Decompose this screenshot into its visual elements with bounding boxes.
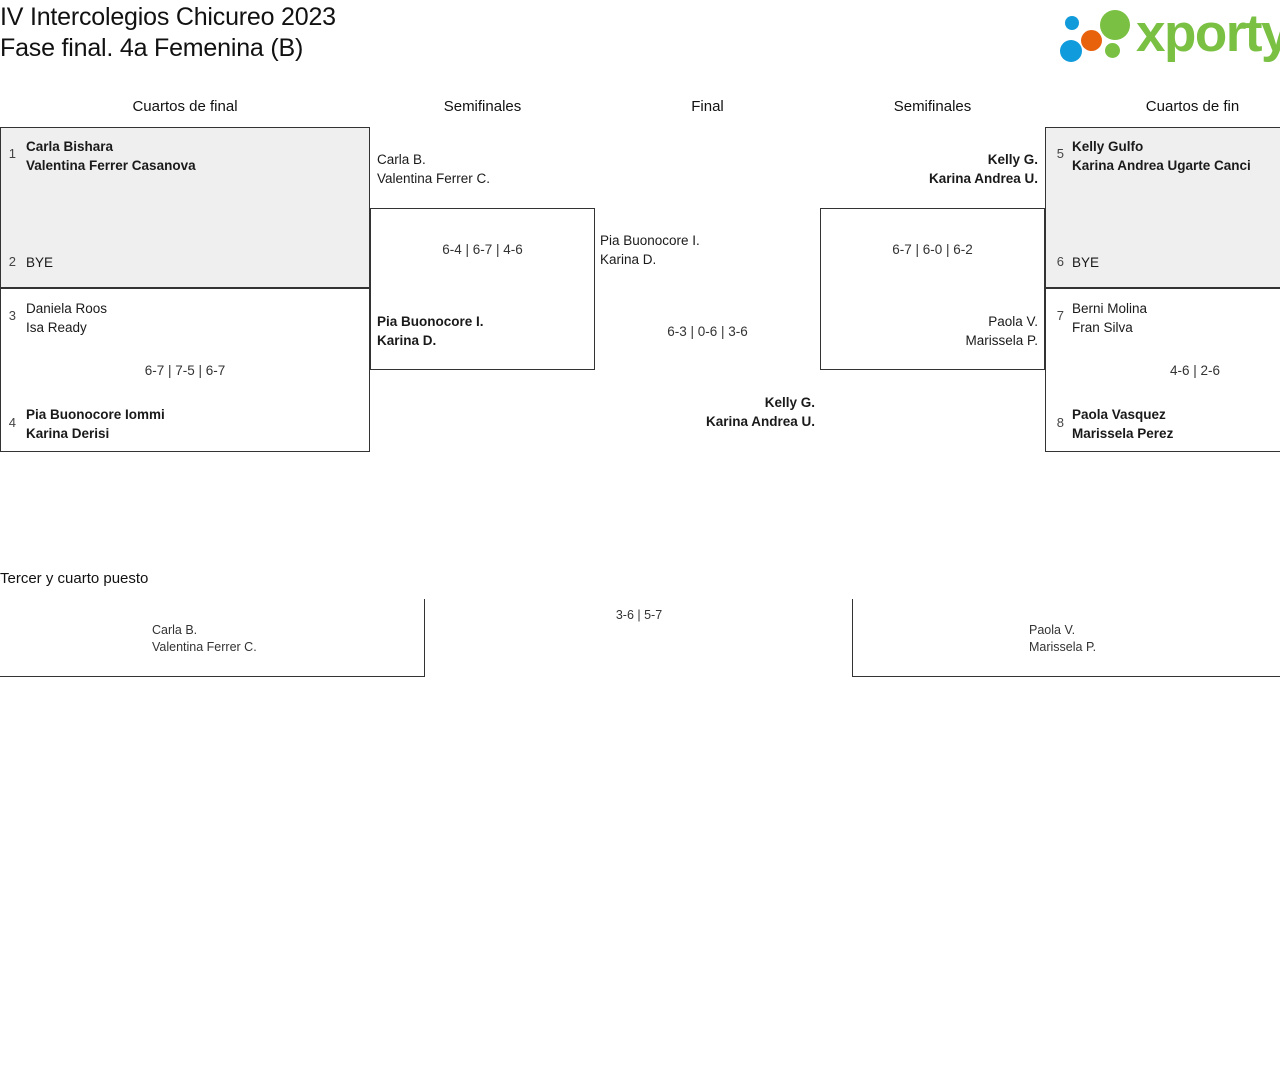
team-qf-left-2-bottom: Pia Buonocore Iommi Karina Derisi <box>26 407 165 441</box>
team-qf-right-2-top: Berni Molina Fran Silva <box>1072 301 1148 335</box>
xporty-logo[interactable]: xporty <box>1044 4 1280 66</box>
logo-dot-orange-icon <box>1081 30 1102 51</box>
team-sf-left-bottom: Pia Buonocore I. Karina D. <box>377 314 484 348</box>
seed-number-1: 1 <box>8 146 16 161</box>
team-final-top: Pia Buonocore I. Karina D. <box>600 233 700 267</box>
round-header-final: Final <box>691 98 724 115</box>
team-qf-right-1-top: Kelly Gulfo Karina Andrea Ugarte Canci <box>1072 139 1251 173</box>
match-box-qf-right-1[interactable] <box>1045 127 1280 288</box>
third-place-title: Tercer y cuarto puesto <box>0 570 149 587</box>
match-box-third-place-right[interactable] <box>852 599 1280 677</box>
seed-number-2: 2 <box>8 254 16 269</box>
logo-dot-green-small-icon <box>1105 43 1120 58</box>
team-qf-right-2-bottom: Paola Vasquez Marissela Perez <box>1072 407 1174 441</box>
team-qf-left-1-top: Carla Bishara Valentina Ferrer Casanova <box>26 139 196 173</box>
team-sf-left-top: Carla B. Valentina Ferrer C. <box>377 152 491 186</box>
logo-dot-green-large-icon <box>1100 10 1130 40</box>
page-header: IV Intercolegios Chicureo 2023 Fase fina… <box>0 0 1280 95</box>
team-sf-right-bottom: Paola V. Marissela P. <box>965 314 1038 348</box>
logo-dots-icon <box>1060 10 1136 62</box>
team-sf-right-top: Kelly G. Karina Andrea U. <box>928 152 1038 186</box>
score-third-place: 3-6 | 5-7 <box>615 608 663 622</box>
logo-dot-blue-large-icon <box>1060 40 1082 62</box>
score-qf-left-2: 6-7 | 7-5 | 6-7 <box>144 363 226 378</box>
match-box-qf-left-1[interactable] <box>0 127 370 288</box>
round-header-sf-left: Semifinales <box>443 98 522 115</box>
team-third-place-right: Paola V. Marissela P. <box>1029 623 1097 654</box>
seed-number-5: 5 <box>1056 146 1064 161</box>
tournament-phase: Fase final. 4a Femenina (B) <box>0 34 304 62</box>
team-third-place-left: Carla B. Valentina Ferrer C. <box>152 623 257 654</box>
seed-number-8: 8 <box>1056 415 1064 430</box>
tournament-name: IV Intercolegios Chicureo 2023 <box>0 3 336 31</box>
logo-dot-blue-small-icon <box>1065 16 1079 30</box>
match-box-third-place-left[interactable] <box>0 599 425 677</box>
seed-number-3: 3 <box>8 308 16 323</box>
team-qf-left-2-top: Daniela Roos Isa Ready <box>26 301 108 335</box>
team-final-bottom: Kelly G. Karina Andrea U. <box>705 395 815 429</box>
match-box-qf-right-2[interactable] <box>1045 288 1280 452</box>
seed-number-7: 7 <box>1056 308 1064 323</box>
match-box-sf-left[interactable] <box>370 208 595 370</box>
score-sf-left: 6-4 | 6-7 | 4-6 <box>442 242 523 257</box>
match-box-qf-left-2[interactable] <box>0 288 370 452</box>
seed-number-4: 4 <box>8 415 16 430</box>
score-qf-right-2: 4-6 | 2-6 <box>1169 363 1221 378</box>
seed-number-6: 6 <box>1056 254 1064 269</box>
match-box-sf-right[interactable] <box>820 208 1045 370</box>
page-title: IV Intercolegios Chicureo 2023 Fase fina… <box>0 2 336 64</box>
logo-wordmark: xporty <box>1136 4 1280 63</box>
team-qf-left-1-bottom: BYE <box>26 255 54 270</box>
round-header-qf-right: Cuartos de fin <box>1145 98 1240 115</box>
team-qf-right-1-bottom: BYE <box>1072 255 1100 270</box>
round-header-qf-left: Cuartos de final <box>132 98 238 115</box>
score-final: 6-3 | 0-6 | 3-6 <box>667 324 748 339</box>
round-header-sf-right: Semifinales <box>893 98 972 115</box>
score-sf-right: 6-7 | 6-0 | 6-2 <box>892 242 973 257</box>
